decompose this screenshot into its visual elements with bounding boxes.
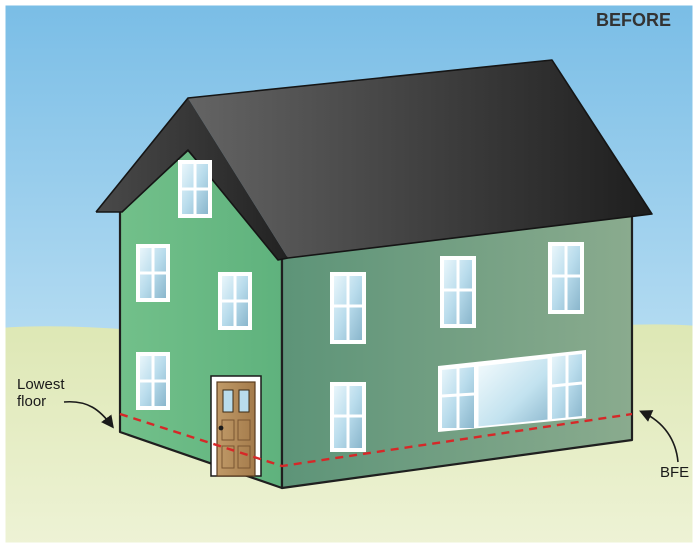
window-front-attic — [178, 160, 212, 218]
window-side-upper-1 — [330, 272, 366, 344]
window-front-lower-left — [136, 352, 170, 410]
window-front-upper-left — [136, 244, 170, 302]
lowest-floor-label-line1: Lowest — [17, 376, 65, 393]
window-side-upper-3 — [548, 242, 584, 314]
bfe-label: BFE — [660, 464, 689, 481]
door-knob — [219, 426, 224, 431]
door-glass-right — [239, 390, 249, 412]
door-glass-left — [223, 390, 233, 412]
lowest-floor-label-line2: floor — [17, 393, 65, 410]
window-side-upper-2 — [440, 256, 476, 328]
window-side-lower-1 — [330, 382, 366, 452]
front-door — [211, 376, 261, 476]
lowest-floor-label: Lowest floor — [17, 376, 65, 410]
window-front-upper-right — [218, 272, 252, 330]
stage-label: BEFORE — [596, 12, 671, 29]
